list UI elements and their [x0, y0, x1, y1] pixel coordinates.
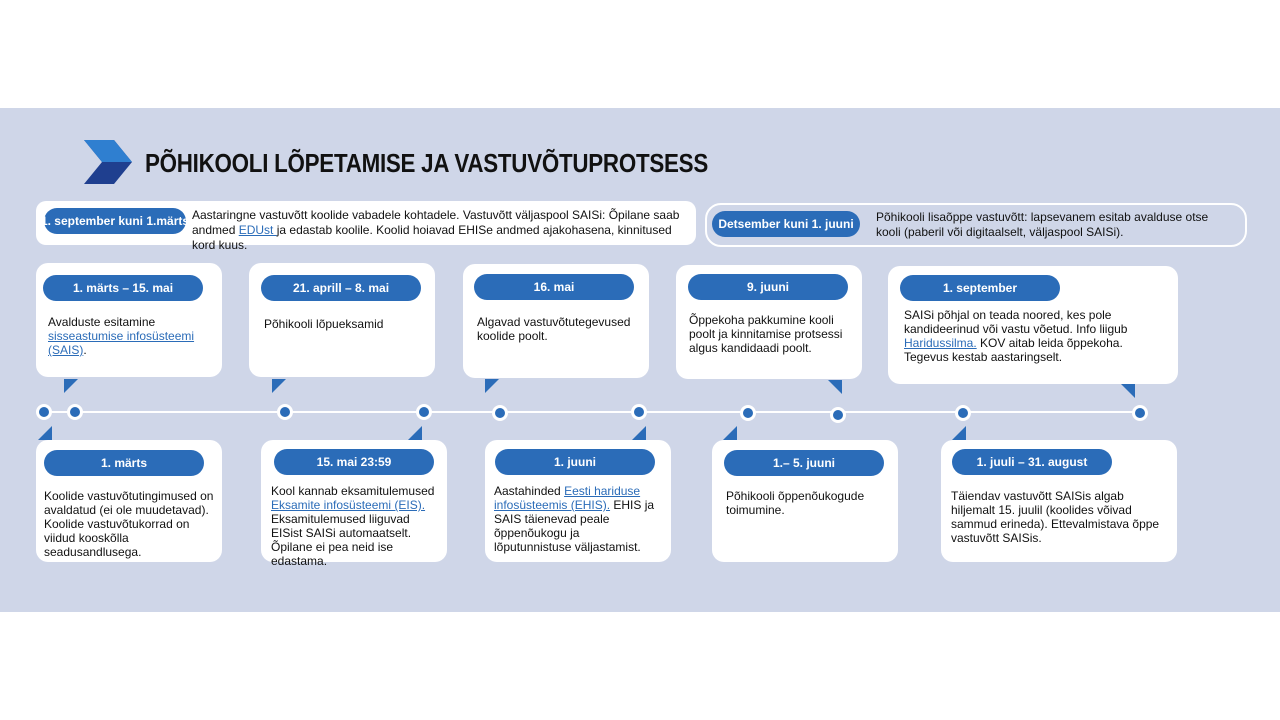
- timeline-dot: [277, 404, 293, 420]
- lower-date-pill-4: 1.– 5. juuni: [724, 450, 884, 476]
- ehis-link[interactable]: Eesti hariduse infosüsteemis (EHIS).: [494, 484, 641, 512]
- timeline-dot: [67, 404, 83, 420]
- lower-text-2: Kool kannab eksamitulemused Eksamite inf…: [271, 484, 435, 568]
- upper-date-pill-4: 9. juuni: [688, 274, 848, 300]
- upper-text-5: SAISi põhjal on teada noored, kes pole k…: [904, 308, 1128, 364]
- pointer-upper-5: [1121, 384, 1135, 398]
- lower-text-3: Aastahinded Eesti hariduse infosüsteemis…: [494, 484, 655, 554]
- top-right-text: Põhikooli lisaõppe vastuvõtt: lapsevanem…: [876, 210, 1209, 239]
- timeline-line: [44, 411, 1142, 413]
- upper-text-4: Õppekoha pakkumine kooli poolt ja kinnit…: [689, 313, 843, 355]
- top-right-date-pill: Detsember kuni 1. juuni: [712, 211, 860, 237]
- upper-date-pill-5: 1. september: [900, 275, 1060, 301]
- pointer-lower-1: [38, 426, 52, 440]
- pointer-lower-2: [408, 426, 422, 440]
- timeline-dot: [1132, 405, 1148, 421]
- pointer-lower-5: [952, 426, 966, 440]
- edu-link[interactable]: EDUst: [238, 223, 277, 237]
- page-title: PÕHIKOOLI LÕPETAMISE JA VASTUVÕTUPROTSES…: [145, 148, 708, 178]
- timeline-dot: [631, 404, 647, 420]
- lower-date-pill-1: 1. märts: [44, 450, 204, 476]
- lower-text-5: Täiendav vastuvõtt SAISis algab hiljemal…: [951, 489, 1160, 545]
- pointer-upper-4: [828, 380, 842, 394]
- haridussilm-link[interactable]: Haridussilma.: [904, 336, 977, 350]
- pointer-upper-3: [485, 379, 499, 393]
- lower-date-pill-5: 1. juuli – 31. august: [952, 449, 1112, 475]
- top-left-line2: ja edastab koolile. Koolid hoiavad EHISe…: [192, 223, 672, 252]
- pointer-upper-1: [64, 379, 78, 393]
- lower-date-pill-3: 1. juuni: [495, 449, 655, 475]
- lower-text-1: Koolide vastuvõtutingimused on avaldatud…: [44, 489, 214, 559]
- upper-date-pill-1: 1. märts – 15. mai: [43, 275, 203, 301]
- upper-date-pill-2: 21. aprill – 8. mai: [261, 275, 421, 301]
- eis-link[interactable]: Eksamite infosüsteemi (EIS).: [271, 498, 426, 512]
- pointer-lower-4: [723, 426, 737, 440]
- pointer-upper-2: [272, 379, 286, 393]
- lower-text-4: Põhikooli õppenõukogude toimumine.: [726, 489, 865, 517]
- upper-date-pill-3: 16. mai: [474, 274, 634, 300]
- top-left-line1: Aastaringne vastuvõtt koolide vabadele k…: [192, 208, 680, 237]
- timeline-dot: [955, 405, 971, 421]
- lower-date-pill-2: 15. mai 23:59: [274, 449, 434, 475]
- timeline-dot: [416, 404, 432, 420]
- pointer-lower-3: [632, 426, 646, 440]
- sais-link[interactable]: sisseastumise infosüsteemi (SAIS): [48, 329, 195, 357]
- top-left-date-pill: 1. september kuni 1.märts: [41, 208, 189, 234]
- timeline-dot: [492, 405, 508, 421]
- chevron-logo-icon: [84, 140, 132, 184]
- top-right-card: [705, 203, 1247, 247]
- timeline-dot: [740, 405, 756, 421]
- timeline-dot: [830, 407, 846, 423]
- upper-text-1: Avalduste esitamine sisseastumise infosü…: [48, 315, 195, 357]
- upper-text-2: Põhikooli lõpueksamid: [264, 317, 384, 331]
- timeline-dot: [36, 404, 52, 420]
- top-left-text: Aastaringne vastuvõtt koolide vabadele k…: [192, 208, 692, 253]
- upper-text-3: Algavad vastuvõtutegevused koolide poolt…: [477, 315, 631, 343]
